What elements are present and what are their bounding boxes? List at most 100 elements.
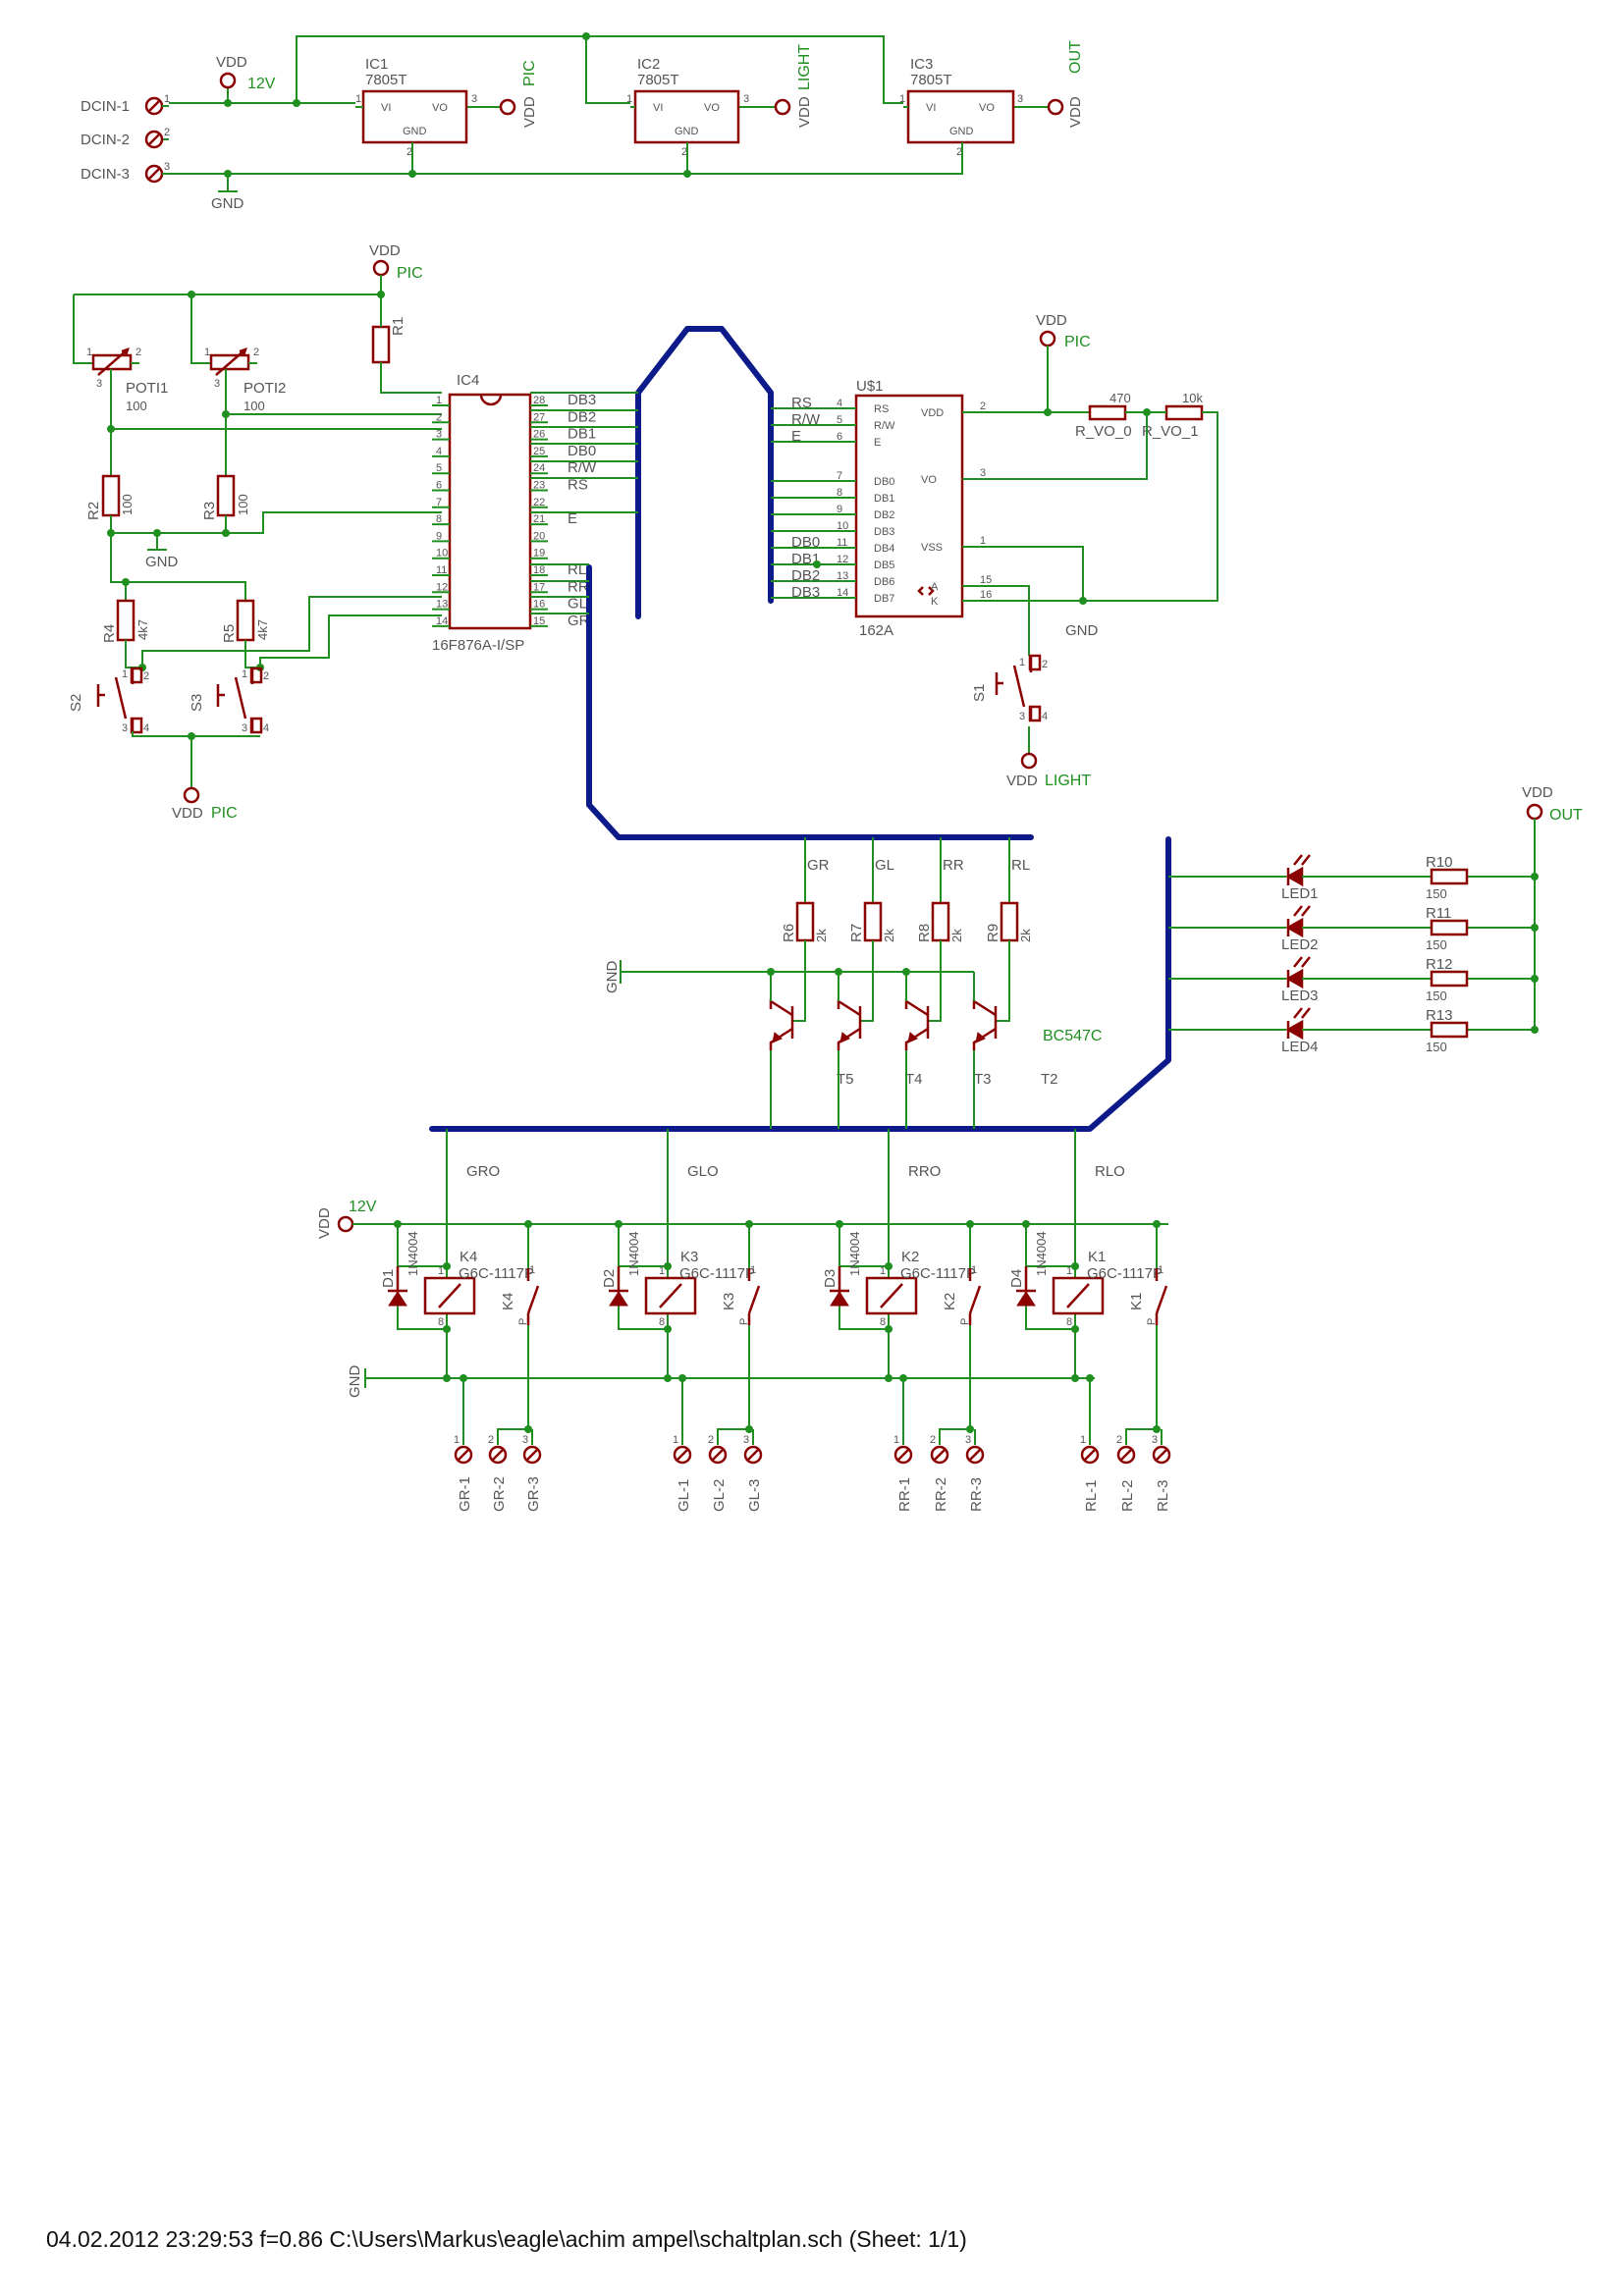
relay-ref: K1: [1088, 1249, 1106, 1265]
ic2-net-light: LIGHT: [796, 44, 813, 90]
svg-text:P: P: [738, 1318, 750, 1325]
dcin-2-label: DCIN-2: [81, 132, 130, 148]
relay-coil: [644, 1276, 697, 1315]
lcd-pin-number: 2: [980, 400, 986, 412]
connector-label: RL-2: [1119, 1479, 1136, 1512]
connector-label: RR-1: [896, 1477, 913, 1512]
junction: [443, 1262, 451, 1270]
relay-contact: [526, 1268, 540, 1325]
diode-part: 1N4004: [847, 1231, 862, 1276]
gnd-label-top: GND: [211, 195, 244, 212]
led-section: VDD OUT LED1R10150LED2R11150LED3R12150LE…: [1168, 784, 1583, 1055]
resistor-r7: [863, 901, 883, 942]
lcd-pin-name: K: [931, 596, 939, 608]
ic1-net-pic: PIC: [521, 60, 538, 86]
lcd-pin-number: 12: [837, 554, 848, 565]
mcu-right-net-label: RL: [568, 561, 586, 578]
svg-text:GND: GND: [403, 126, 427, 137]
svg-text:1: 1: [673, 1434, 678, 1446]
lcd-net-label: E: [791, 428, 801, 445]
junction: [1071, 1262, 1079, 1270]
pushbutton-s3: S3 13 24: [189, 667, 269, 734]
svg-text:2k: 2k: [882, 929, 896, 942]
junction: [1153, 1220, 1161, 1228]
mcu-left-pin-number: 3: [436, 429, 442, 441]
mcu-left-pin-number: 1: [436, 395, 442, 406]
svg-text:VI: VI: [926, 102, 936, 114]
svg-text:3: 3: [743, 93, 749, 105]
diode-part: 1N4004: [626, 1231, 641, 1276]
led-ref: LED2: [1281, 936, 1319, 953]
led-resistor: [1430, 868, 1469, 885]
lcd-pin-name: R/W: [874, 420, 895, 432]
svg-text:R6: R6: [781, 924, 797, 942]
svg-text:2k: 2k: [814, 929, 829, 942]
svg-text:IC4: IC4: [457, 372, 479, 389]
svg-text:3: 3: [522, 1434, 528, 1446]
svg-text:VDD: VDD: [796, 96, 813, 128]
lcd-pin-name: VO: [921, 474, 937, 486]
net-gr-label: GR: [807, 857, 830, 874]
svg-text:U$1: U$1: [856, 378, 884, 395]
mcu-right-pin-number: 19: [533, 548, 545, 560]
junction: [524, 1220, 532, 1228]
mcu-right-pin-number: 21: [533, 513, 545, 525]
relay-coil: [865, 1276, 918, 1315]
lcd-pin-number: 4: [837, 398, 842, 409]
svg-text:R3: R3: [201, 502, 218, 520]
resistor-r-vo-1: [1164, 404, 1204, 421]
diode-part: 1N4004: [1034, 1231, 1049, 1276]
dcin-connector: DCIN-1 DCIN-2 DCIN-3 1 2 3: [81, 93, 170, 184]
svg-text:162A: 162A: [859, 622, 893, 639]
pushbutton-s2: S2 13 24: [68, 667, 149, 734]
junction: [899, 1374, 907, 1382]
svg-text:VO: VO: [979, 102, 995, 114]
connector-label: RL-1: [1083, 1479, 1100, 1512]
led-resistor-value: 150: [1426, 886, 1447, 901]
bus-led-relay: [429, 836, 1171, 1132]
mcu-left-pin-number: 11: [436, 564, 447, 576]
net-rr-label: RR: [943, 857, 964, 874]
net-gro-label: GRO: [466, 1163, 500, 1180]
svg-text:R7: R7: [848, 924, 865, 942]
svg-text:3: 3: [96, 378, 102, 390]
resistor-r5: [236, 599, 255, 642]
junction: [678, 1374, 686, 1382]
net-12v-label: 12V: [247, 76, 276, 92]
svg-text:3: 3: [1152, 1434, 1158, 1446]
ic1-ref: IC1: [365, 56, 388, 73]
svg-text:2k: 2k: [949, 929, 964, 942]
svg-text:1: 1: [122, 668, 128, 680]
svg-text:R_VO_1: R_VO_1: [1142, 423, 1199, 440]
mcu-right-net-label: E: [568, 510, 577, 527]
connector-label: GR-3: [525, 1476, 542, 1512]
net-out-led: OUT: [1549, 807, 1583, 824]
lcd-pin-name: DB0: [874, 476, 894, 488]
svg-text:1: 1: [880, 1265, 886, 1277]
diode-ref: D3: [822, 1269, 839, 1288]
mcu-right-net-label: DB0: [568, 443, 596, 459]
svg-text:3: 3: [242, 722, 247, 734]
lcd-pin-name: A: [931, 581, 939, 593]
mcu-right-pin-number: 16: [533, 599, 545, 611]
svg-text:1: 1: [164, 93, 170, 105]
net-rlo-label: RLO: [1095, 1163, 1125, 1180]
lcd-section: VDD PIC 470 10k R_VO_0 R_VO_1 GND U$1 16…: [771, 312, 1218, 789]
transistor-part-label: BC547C: [1043, 1028, 1102, 1044]
led-resistor-ref: R10: [1426, 854, 1453, 871]
mcu-left-pin-number: 5: [436, 462, 442, 474]
vdd-pic-bottom: VDD: [172, 805, 203, 822]
contact-ref: K1: [1128, 1293, 1145, 1310]
contact-ref: K2: [942, 1293, 958, 1310]
mcu-left-pin-number: 10: [436, 548, 448, 560]
connector-label: GR-2: [491, 1476, 508, 1512]
power-supply-section: DCIN-1 DCIN-2 DCIN-3 1 2 3 VDD 12V GND I…: [81, 32, 1084, 212]
svg-text:2: 2: [956, 146, 962, 158]
svg-text:3: 3: [1019, 711, 1025, 722]
junction: [394, 1220, 402, 1228]
lcd-pin-name: E: [874, 437, 881, 449]
